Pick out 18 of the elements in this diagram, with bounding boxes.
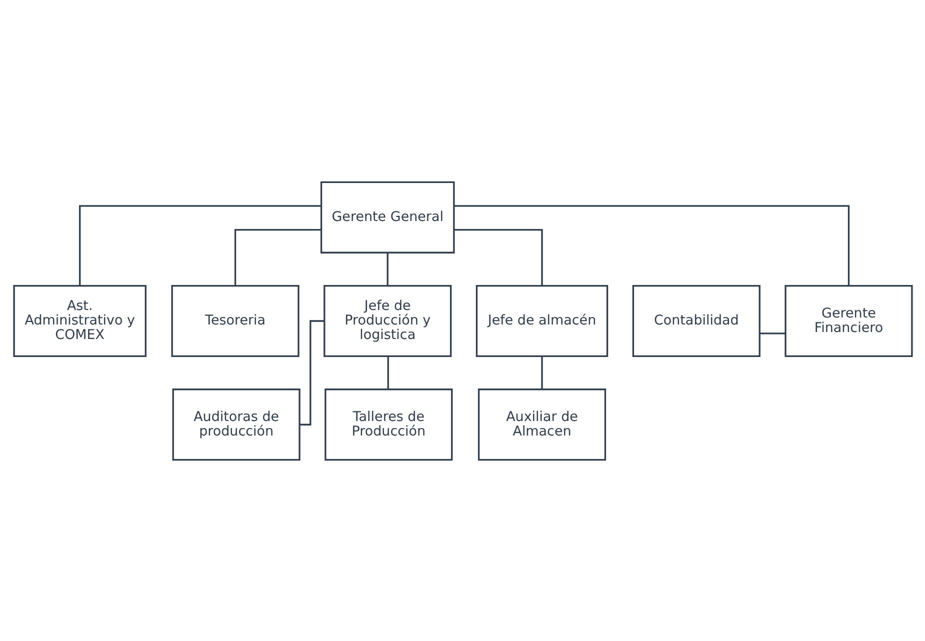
node-box: Auditoras de producción [172, 388, 300, 460]
connector [386, 252, 388, 285]
connector [454, 204, 850, 286]
connector [453, 228, 542, 286]
node-box: Jefe de almacén [475, 284, 608, 357]
connector [234, 228, 321, 286]
node-box: Contabilidad [632, 284, 760, 357]
connector [386, 356, 388, 389]
connector [759, 332, 785, 334]
node-box: Tesoreria [170, 284, 299, 357]
node-box: Ast. Administrativo y COMEX [12, 284, 146, 357]
node-box: Talleres de Producción [324, 388, 452, 460]
connector [540, 356, 542, 389]
node-box: Gerente Financiero [784, 284, 912, 357]
node-box: Gerente General [320, 180, 454, 253]
node-box: Jefe de Producción y logistica [323, 284, 452, 357]
node-box: Auxiliar de Almacen [477, 388, 606, 460]
connector [78, 204, 321, 286]
